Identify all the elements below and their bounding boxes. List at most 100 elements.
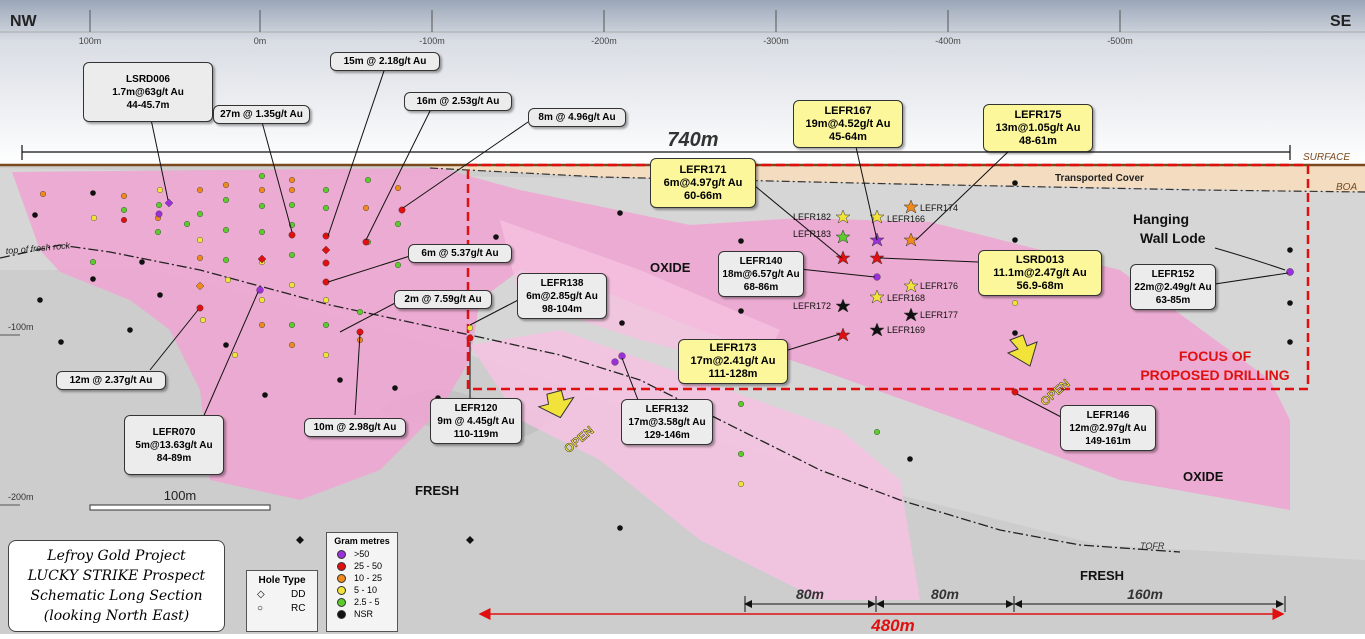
callout-line: 10m @ 2.98g/t Au xyxy=(313,422,397,433)
boa-line xyxy=(429,167,1365,193)
callout-line: 1.7m@63g/t Au xyxy=(112,86,184,98)
hole-type-legend: Hole Type ◇ DD ○ RC xyxy=(246,570,318,632)
ruler-tick-label: 0m xyxy=(254,36,267,46)
depth-label: -200m xyxy=(8,492,34,502)
callout-line: LEFR171 xyxy=(679,163,727,176)
legend-label: 5 - 10 xyxy=(354,585,378,595)
scale-bar: 100m xyxy=(89,488,271,511)
tofr-label: TOFR xyxy=(1140,541,1165,551)
callout-line: 19m@4.52g/t Au xyxy=(805,117,891,130)
legend-dot-icon xyxy=(337,549,346,559)
callout-line: 17m@2.41g/t Au xyxy=(690,355,776,367)
callout-line: LEFR175 xyxy=(1014,108,1062,121)
top-ruler: 100m 0m -100m -200m -300m -400m -500m xyxy=(0,10,1365,46)
callout-line: 15m @ 2.18g/t Au xyxy=(343,56,427,67)
legend-label: >50 xyxy=(354,549,370,559)
grey-callout: 12m @ 2.37g/t Au xyxy=(56,371,166,390)
ruler-tick-label: 100m xyxy=(79,36,102,46)
callout-line: 6m @ 5.37g/t Au xyxy=(421,248,499,259)
star-lefr173 xyxy=(835,327,851,342)
grey-callout: 16m @ 2.53g/t Au xyxy=(404,92,512,111)
callout-line: LSRD006 xyxy=(126,73,170,85)
legend-dot-icon xyxy=(337,573,346,583)
transported-cover-label: Transported Cover xyxy=(1055,173,1144,184)
legend-dot-icon xyxy=(337,609,346,619)
depth-label: -100m xyxy=(8,322,34,332)
dd-symbol-icon: ◇ xyxy=(257,589,265,600)
span-80-a: 80m xyxy=(796,586,824,602)
ruler-tick-label: -300m xyxy=(763,36,789,46)
star-lefr168 xyxy=(869,289,885,304)
hanging-wall-label: Hanging xyxy=(1133,211,1189,227)
grey-callout: 27m @ 1.35g/t Au xyxy=(213,105,310,124)
callout-line: 22m@2.49g/t Au xyxy=(1134,281,1212,293)
callout-line: 2m @ 7.59g/t Au xyxy=(404,294,482,305)
span-740-label: 740m xyxy=(667,129,718,151)
focus-label: PROPOSED DRILLING xyxy=(1140,367,1289,383)
callout-line: 18m@6.57g/t Au xyxy=(722,268,800,280)
star-lefr176 xyxy=(903,278,919,293)
legend-dot-icon xyxy=(337,597,346,607)
star-lsrd013 xyxy=(869,250,885,265)
callout-line: LEFR070 xyxy=(152,426,196,438)
fresh-label-right: FRESH xyxy=(1080,568,1124,583)
oxide-label-left: OXIDE xyxy=(650,260,691,275)
sky-band xyxy=(0,0,1365,165)
tofr-line xyxy=(0,244,1181,553)
ore-envelope-upper xyxy=(500,220,780,370)
callout-line: 44-45.7m xyxy=(126,99,170,111)
hole-label: LEFR174 xyxy=(920,203,958,213)
gram-legend-title: Gram metres xyxy=(334,536,390,546)
callout-line: LEFR167 xyxy=(824,104,872,117)
grey-callout: 6m @ 5.37g/t Au xyxy=(408,244,512,263)
callout-line: 48-61m xyxy=(1019,134,1057,147)
gram-legend-item: >50 xyxy=(337,548,397,560)
title-line: Schematic Long Section xyxy=(30,588,203,604)
callout-line: 45-64m xyxy=(829,130,867,143)
callout-line: LEFR152 xyxy=(1151,268,1195,280)
callout-line: 110-119m xyxy=(453,428,499,440)
star-lefr174 xyxy=(903,199,919,214)
ruler-tick-label: -500m xyxy=(1107,36,1133,46)
ruler-tick-label: -400m xyxy=(935,36,961,46)
focus-label: FOCUS OF xyxy=(1179,348,1252,364)
callout-line: 84-89m xyxy=(156,452,192,464)
hole-label: LEFR168 xyxy=(887,293,925,303)
grey-callout: 2m @ 7.59g/t Au xyxy=(394,290,492,309)
callout-line: 6m@4.97g/t Au xyxy=(663,176,743,189)
ruler-tick-label: -200m xyxy=(591,36,617,46)
star-lefr183 xyxy=(835,229,851,244)
span-80-b: 80m xyxy=(931,586,959,602)
gram-legend-item: NSR xyxy=(337,608,397,620)
title-line: (looking North East) xyxy=(43,608,190,624)
callout-line: LEFR140 xyxy=(739,255,783,267)
intercepts xyxy=(32,172,1294,544)
callout-line: 68-86m xyxy=(743,281,779,293)
callout-line: LSRD013 xyxy=(1015,253,1065,266)
callout-line: 13m@1.05g/t Au xyxy=(995,121,1081,134)
grey-callout: 15m @ 2.18g/t Au xyxy=(330,52,440,71)
callout-line: 8m @ 4.96g/t Au xyxy=(538,112,616,123)
hole-label: LEFR182 xyxy=(793,212,831,222)
legend-dot-icon xyxy=(337,561,346,571)
callout-line: 111-128m xyxy=(708,368,758,380)
callout-line: 56.9-68m xyxy=(1016,279,1064,292)
hanging-wall-label: Wall Lode xyxy=(1140,230,1206,246)
boa-label: BOA xyxy=(1336,182,1357,193)
callout-line: 12m@2.97g/t Au xyxy=(1069,422,1147,434)
callout-line: LEFR173 xyxy=(709,342,757,354)
callout-line: 12m @ 2.37g/t Au xyxy=(69,375,153,386)
legend-label: 25 - 50 xyxy=(354,561,383,571)
focus-box xyxy=(466,163,1310,391)
span-480-label: 480m xyxy=(870,616,914,634)
span-740: 740m xyxy=(21,129,1291,160)
